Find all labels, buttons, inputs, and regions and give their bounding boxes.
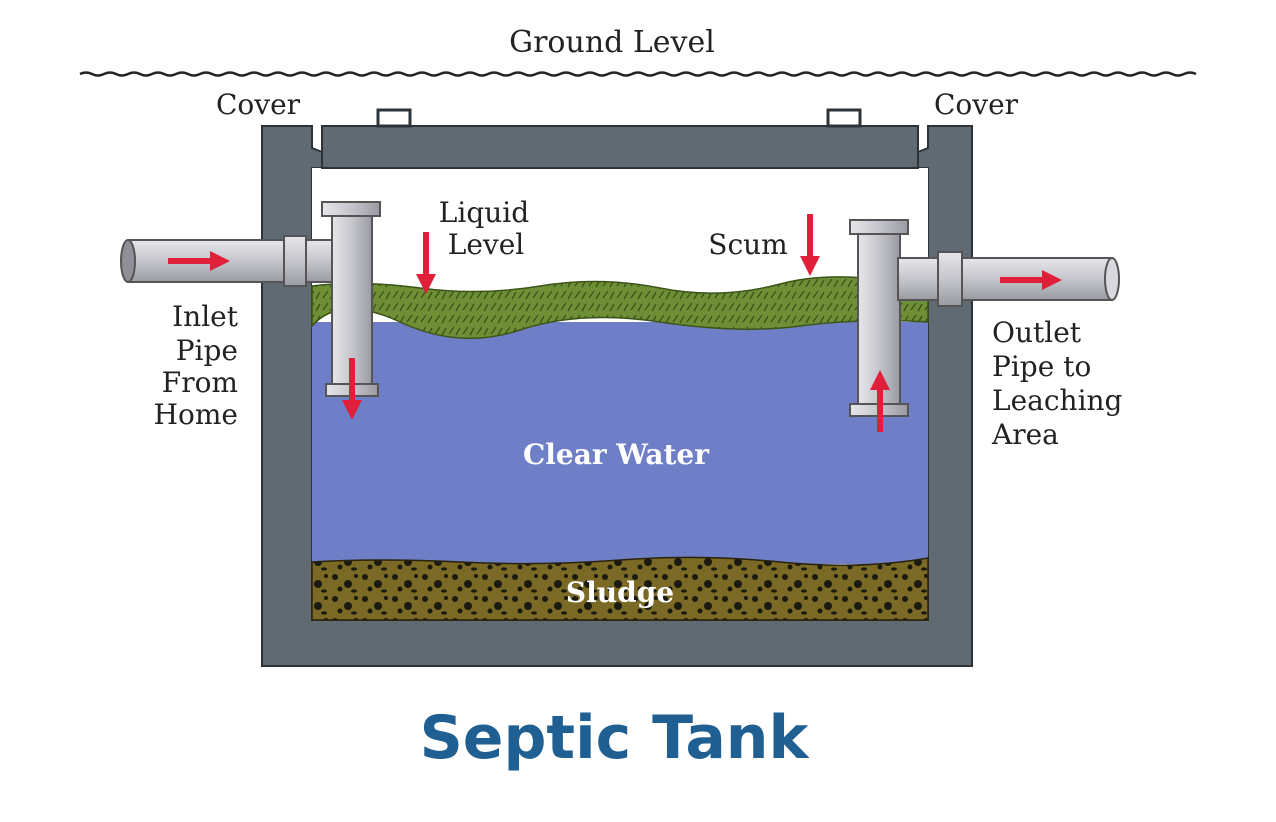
inlet-label-line4: Home [154,398,238,431]
sludge-label: Sludge [566,576,674,609]
outlet-label-line3: Leaching [992,384,1123,417]
outlet-pipe [849,219,1120,417]
liquid-level-label-line1: Liquid [439,196,529,229]
liquid-level-label-line2: Level [448,228,525,261]
clear-water-label: Clear Water [523,438,710,471]
outlet-label-line4: Area [991,418,1059,451]
inlet-pipe [120,201,381,397]
outlet-label-line2: Pipe to [992,350,1091,383]
sludge-layer [311,556,929,621]
flow-arrow-outlet [1000,270,1062,290]
ground-level-label: Ground Level [509,25,715,60]
cover-slab [321,125,919,169]
flow-arrow-inlet-down [342,358,362,420]
inlet-label-line3: From [162,366,238,399]
ground-line [79,71,1197,77]
flow-arrow-inlet [168,251,230,271]
inlet-label-line2: Pipe [176,334,238,367]
cover-right-label: Cover [934,88,1019,121]
arrow-liquid-level [416,232,436,294]
clear-water-layer [312,322,928,564]
flow-arrow-outlet-up [870,370,890,432]
inlet-label-line1: Inlet [172,300,239,333]
outlet-label-line1: Outlet [992,316,1082,349]
arrow-scum [800,214,820,276]
diagram-title: Septic Tank [420,703,811,773]
cover-left-label: Cover [216,88,301,121]
tank-interior [312,168,928,288]
scum-label: Scum [708,228,787,261]
cover-handle-left [376,108,412,128]
scum-layer [311,276,929,340]
cover-handle-right [826,108,862,128]
